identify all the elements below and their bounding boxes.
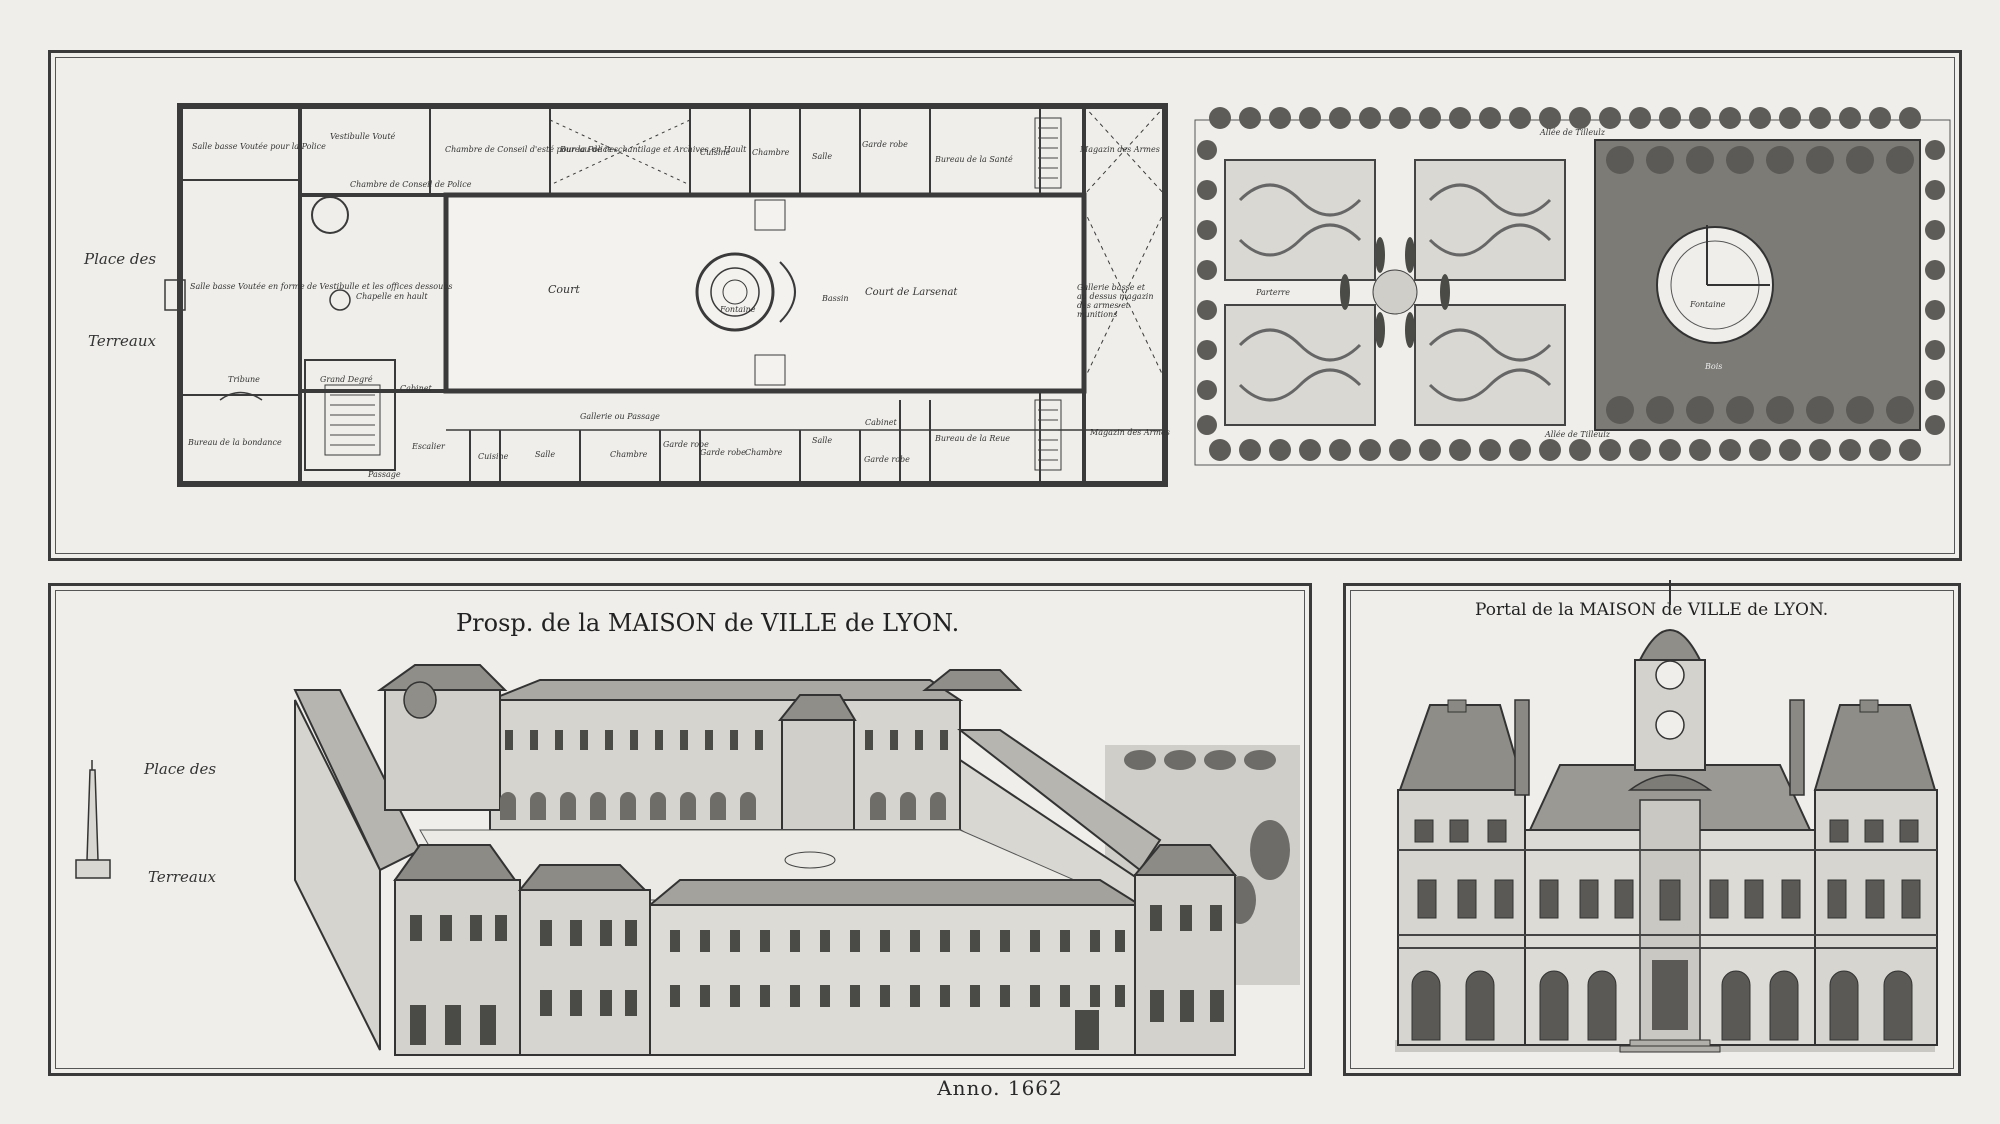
room-garderobe-b1: Garde robe [663, 440, 709, 449]
room-magazin-armes-bottom: Magazin des Armes [1090, 428, 1170, 437]
gallerie-larsenat-label: Gallerie basse et au dessus magazin des … [1077, 283, 1154, 319]
fontaine-label: Fontaine [720, 305, 756, 314]
room-garderobe-b2: Garde robe [700, 448, 746, 457]
plan-outer-wall [177, 103, 1168, 487]
garden-plan [1194, 107, 1951, 466]
prospect-terreaux-label: Terreaux [148, 868, 216, 886]
bassin-label: Bassin [822, 294, 849, 303]
room-bureau-sante: Bureau de la Santé [935, 155, 1013, 164]
room-cuisine-bottom: Cuisine [478, 452, 509, 461]
gallerie-passage-label: Gallerie ou Passage [580, 412, 660, 421]
room-garderobe-top: Garde robe [862, 140, 908, 149]
plan-place-label: Place des [84, 250, 157, 268]
plan-court [443, 192, 1087, 394]
prospect-place-label: Place des [144, 760, 217, 778]
room-vestibulle-voute: Vestibulle Vouté [330, 132, 396, 141]
room-salle-bottom: Salle [535, 450, 556, 459]
room-salle-b2: Salle [812, 436, 833, 445]
room-bureau-abondance: Bureau de la bondance [188, 438, 282, 447]
room-salle-basse-vestibulle: Salle basse Voutée en forme de Vestibull… [190, 282, 453, 291]
plan-terreaux-label: Terreaux [88, 332, 156, 350]
room-passage: Passage [368, 470, 401, 479]
floor-plan-frame [48, 50, 1962, 561]
room-tribune: Tribune [228, 375, 260, 384]
room-cabinet-b: Cabinet [865, 418, 897, 427]
room-salle-top: Salle [812, 152, 833, 161]
room-garderobe-b3: Garde robe [864, 455, 910, 464]
portal-view-frame [1343, 583, 1961, 1076]
court-label: Court [548, 283, 580, 296]
prospect-title: Prosp. de la MAISON de VILLE de LYON. [456, 609, 960, 637]
portal-title: Portal de la MAISON de VILLE de LYON. [1475, 600, 1829, 620]
room-bureau-eschantillage: Bureau de l'eschantilage et Archives en … [560, 145, 747, 154]
prospect-view-frame [48, 583, 1312, 1076]
room-cuisine-top: Cuisine [700, 148, 731, 157]
room-chambre-b2: Chambre [745, 448, 783, 457]
parterre-label: Parterre [1256, 288, 1290, 297]
garden-fontaine-label: Fontaine [1690, 300, 1726, 309]
room-salle-basse-police: Salle basse Voutée pour la Police [192, 142, 326, 151]
room-chambre-top: Chambre [752, 148, 790, 157]
room-chambre-conseil-police: Chambre de Conseil de Police [350, 180, 472, 189]
anno-date: Anno. 1662 [937, 1076, 1063, 1100]
court-larsenat-label: Court de Larsenat [865, 287, 958, 298]
room-chapelle: Chapelle en hault [356, 292, 428, 301]
room-escalier: Escalier [412, 442, 445, 451]
room-chambre-conseil-ete: Chambre de Conseil d'esté pour la Police [445, 145, 613, 154]
room-grand-degre: Grand Degré [320, 375, 373, 384]
room-cabinet-left: Cabinet [400, 384, 432, 393]
room-chambre-bottom: Chambre [610, 450, 648, 459]
room-magazin-armes-top: Magazin des Armes [1080, 145, 1160, 154]
bois-label: Bois [1705, 362, 1723, 371]
room-bureau-reue: Bureau de la Reue [935, 434, 1010, 443]
obelisk [75, 760, 111, 879]
allee-bottom-label: Allée de Tilleulz [1545, 430, 1610, 439]
allee-top-label: Allée de Tilleulz [1540, 128, 1605, 137]
